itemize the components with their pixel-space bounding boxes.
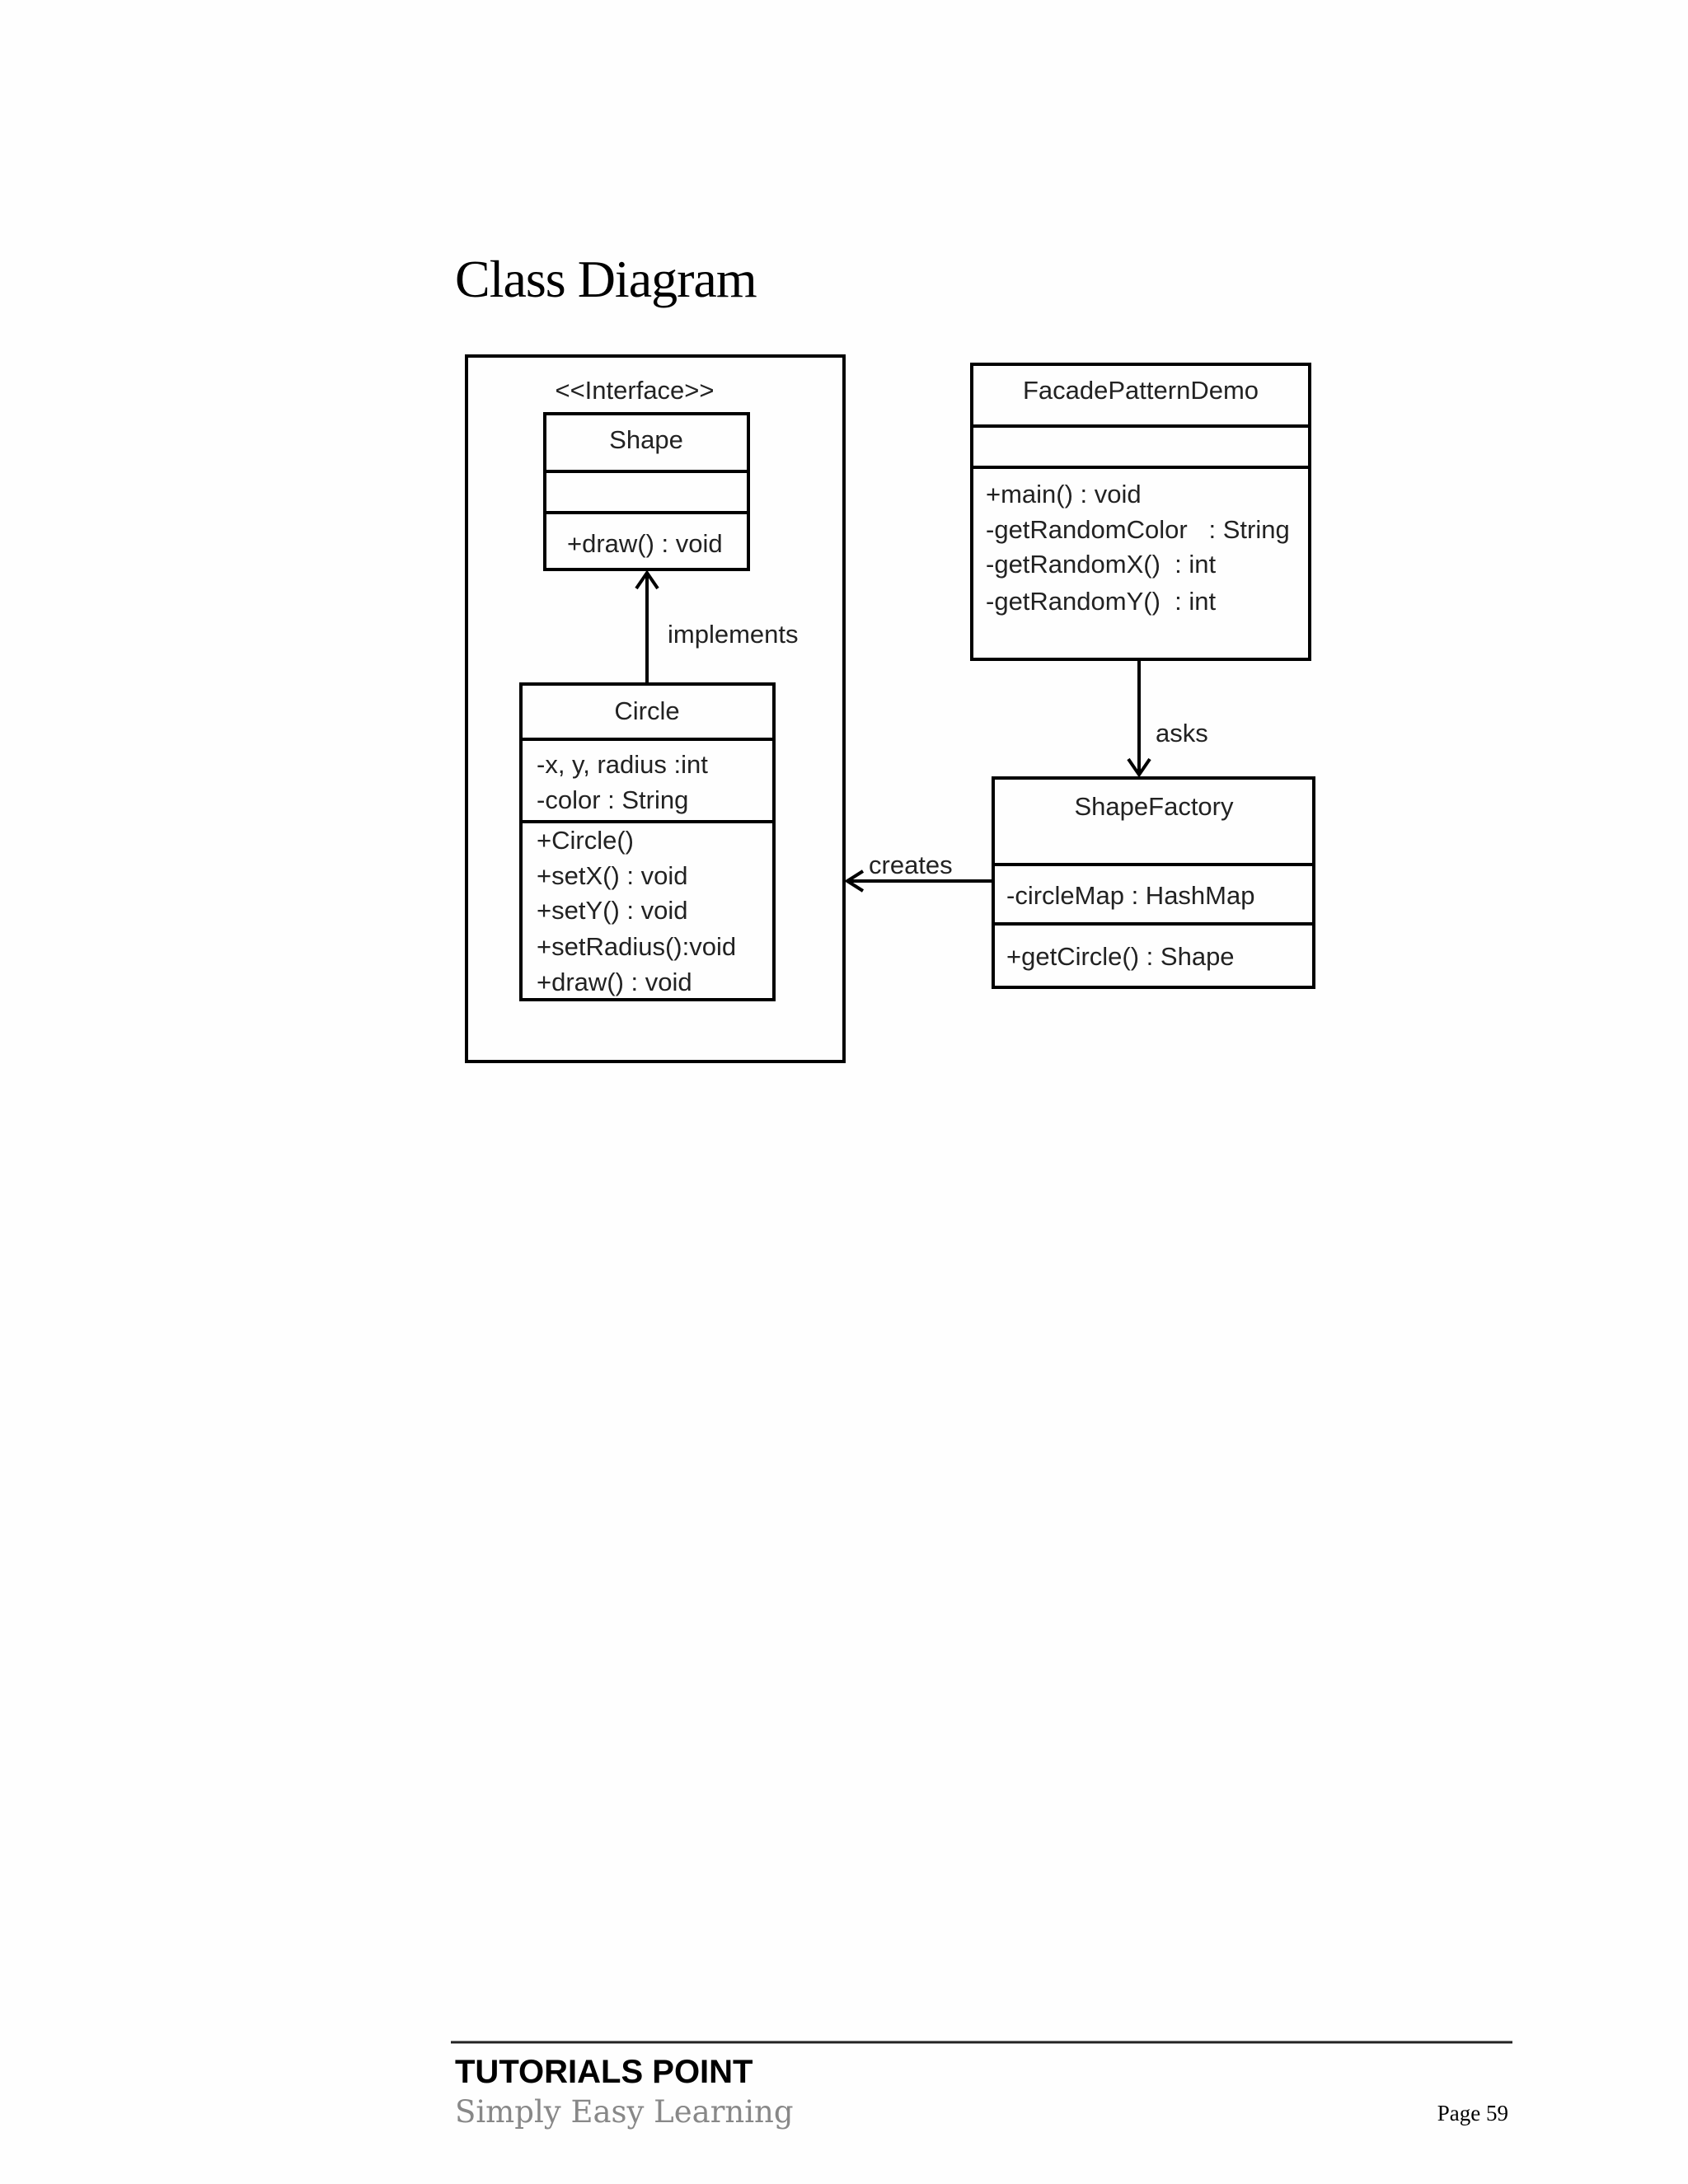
page-number: Page 59 <box>1437 2101 1508 2125</box>
shape-stereotype: <<Interface>> <box>555 376 714 405</box>
circle-attr: -x, y, radius :int <box>537 750 708 779</box>
asks-arrow: asks <box>1127 659 1208 778</box>
implements-arrow: implements <box>635 569 799 684</box>
asks-label: asks <box>1156 719 1208 748</box>
circle-method: +setY() : void <box>537 896 688 925</box>
circle-method: +draw() : void <box>537 968 692 996</box>
shape-method: +draw() : void <box>567 529 723 558</box>
factory-method: +getCircle() : Shape <box>1006 942 1235 971</box>
implements-label: implements <box>668 620 799 649</box>
factory-name: ShapeFactory <box>1075 792 1234 821</box>
circle-method: +setRadius():void <box>537 932 736 961</box>
creates-label: creates <box>869 851 953 879</box>
creates-arrow: creates <box>844 851 993 893</box>
class-circle: Circle -x, y, radius :int -color : Strin… <box>519 682 776 1001</box>
class-facade-pattern-demo: FacadePatternDemo +main() : void -getRan… <box>970 363 1311 661</box>
circle-name: Circle <box>614 696 679 725</box>
shape-name: Shape <box>609 425 683 454</box>
circle-method: +Circle() <box>537 826 634 855</box>
facade-name: FacadePatternDemo <box>1023 376 1259 405</box>
facade-method: -getRandomColor : String <box>986 515 1290 544</box>
factory-attr: -circleMap : HashMap <box>1006 881 1254 910</box>
circle-method: +setX() : void <box>537 861 688 890</box>
footer-tagline: Simply Easy Learning <box>455 2094 794 2130</box>
facade-method: -getRandomX() : int <box>986 550 1216 579</box>
class-shape-factory: ShapeFactory -circleMap : HashMap +getCi… <box>992 776 1315 989</box>
footer-brand: TUTORIALS POINT <box>455 2054 753 2090</box>
section-title: Class Diagram <box>455 250 757 308</box>
package-box <box>465 354 846 1063</box>
class-shape: <<Interface>> Shape +draw() : void <box>543 376 750 571</box>
facade-method: -getRandomY() : int <box>986 587 1216 616</box>
circle-attr: -color : String <box>537 785 688 814</box>
facade-method: +main() : void <box>986 480 1142 509</box>
